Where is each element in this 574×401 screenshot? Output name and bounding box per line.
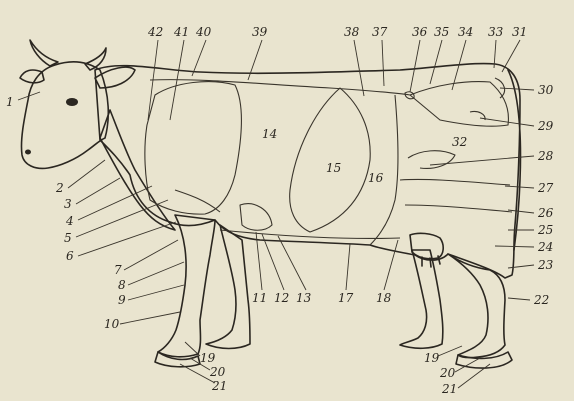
label-38: 38 — [344, 25, 360, 39]
horn-left — [30, 40, 58, 66]
label-12: 12 — [274, 291, 289, 305]
leader-35 — [430, 40, 442, 84]
cow-body — [95, 64, 520, 278]
label-13: 13 — [296, 291, 312, 305]
round-line — [408, 151, 455, 169]
nostril — [25, 150, 31, 155]
label-33: 33 — [488, 25, 504, 39]
leader-8 — [128, 262, 184, 285]
label-41: 41 — [173, 25, 189, 39]
label-19-front: 19 — [200, 351, 216, 365]
label-23: 23 — [537, 258, 554, 272]
label-18: 18 — [376, 291, 392, 305]
back-line — [150, 80, 410, 95]
leader-40 — [192, 40, 206, 76]
label-26: 26 — [537, 206, 554, 220]
leader-22 — [508, 298, 530, 300]
label-32: 32 — [452, 135, 467, 149]
label-9: 9 — [118, 293, 126, 307]
label-34: 34 — [458, 25, 473, 39]
label-28: 28 — [537, 149, 554, 163]
cow-outline — [20, 40, 521, 368]
label-5: 5 — [64, 231, 72, 245]
leader-12 — [262, 234, 284, 290]
front-leg-near — [158, 215, 215, 357]
label-42: 42 — [147, 25, 163, 39]
flank-divider — [370, 95, 398, 245]
stifle-line — [405, 205, 512, 212]
leader-24 — [495, 246, 534, 247]
label-3: 3 — [64, 197, 72, 211]
leader-6 — [78, 222, 176, 256]
label-19-hind: 19 — [424, 351, 440, 365]
ribs-region-15 — [290, 88, 371, 232]
label-15: 15 — [326, 161, 341, 175]
leader-17 — [346, 244, 350, 290]
leader-19a — [185, 342, 200, 356]
label-2: 2 — [55, 181, 64, 195]
elbow-circle — [240, 204, 272, 231]
label-24: 24 — [537, 240, 553, 254]
label-37: 37 — [372, 25, 388, 39]
label-21-front: 21 — [211, 379, 227, 393]
leader-lines — [18, 40, 534, 388]
leader-18 — [384, 240, 398, 290]
leader-23 — [508, 265, 534, 268]
label-29: 29 — [537, 119, 554, 133]
label-14: 14 — [262, 127, 277, 141]
label-35: 35 — [434, 25, 449, 39]
label-16: 16 — [368, 171, 384, 185]
leader-38 — [354, 40, 364, 96]
chest-line — [175, 190, 220, 212]
label-30: 30 — [538, 83, 554, 97]
leader-4 — [78, 186, 152, 220]
hind-leg-near — [448, 254, 505, 358]
leader-2 — [68, 160, 105, 188]
label-22: 22 — [533, 293, 549, 307]
label-20-front: 20 — [209, 365, 226, 379]
label-40: 40 — [195, 25, 212, 39]
front-leg-far — [206, 225, 250, 349]
hoof-hind — [456, 352, 512, 368]
leader-37 — [382, 40, 384, 86]
thigh-line — [400, 179, 510, 185]
leader-7 — [124, 240, 178, 270]
hoof-front — [155, 352, 200, 367]
label-25: 25 — [537, 223, 553, 237]
shoulder-region — [145, 82, 242, 215]
belly-line — [220, 230, 400, 239]
label-31: 31 — [512, 25, 527, 39]
label-11: 11 — [252, 291, 267, 305]
number-labels: 1 2 3 4 5 6 7 8 9 10 11 12 13 14 15 16 1… — [6, 25, 554, 396]
leader-3 — [76, 178, 120, 204]
leader-9 — [128, 285, 184, 300]
label-21-hind: 21 — [441, 382, 457, 396]
label-27: 27 — [537, 181, 554, 195]
label-7: 7 — [114, 263, 122, 277]
udder — [410, 233, 443, 258]
leader-10 — [120, 312, 180, 324]
ear — [95, 67, 135, 88]
leader-13 — [278, 236, 306, 290]
label-10: 10 — [104, 317, 120, 331]
label-6: 6 — [66, 249, 74, 263]
label-36: 36 — [412, 25, 428, 39]
label-20-hind: 20 — [439, 366, 456, 380]
ear-left — [20, 70, 44, 83]
leader-31 — [502, 40, 520, 72]
label-17: 17 — [338, 291, 354, 305]
label-39: 39 — [252, 25, 268, 39]
label-1: 1 — [6, 95, 14, 109]
eye — [66, 98, 78, 106]
hip-region — [410, 82, 508, 127]
label-4: 4 — [65, 214, 74, 228]
horn-right — [85, 48, 106, 70]
leader-36 — [410, 40, 420, 92]
label-8: 8 — [118, 278, 126, 292]
